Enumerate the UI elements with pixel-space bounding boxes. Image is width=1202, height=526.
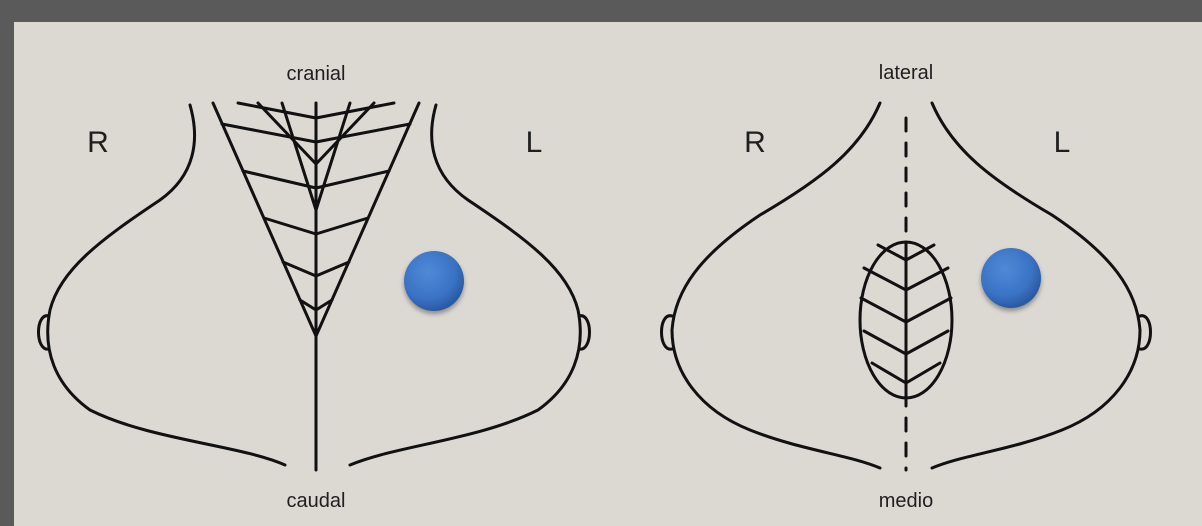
left-side-label: L [526, 126, 543, 159]
right-diagram: lateral medio R L [662, 62, 1151, 512]
left-side-label: L [1054, 126, 1071, 159]
outline-left-half [350, 105, 580, 465]
caudal-label: caudal [287, 490, 346, 512]
medio-label: medio [879, 490, 933, 512]
lesion-marker-right [981, 248, 1041, 308]
right-side-label: R [87, 126, 109, 159]
lateral-label: lateral [879, 62, 933, 84]
outline-right-half [672, 103, 880, 468]
nipple-left [1140, 316, 1151, 349]
right-side-label: R [744, 126, 766, 159]
nipple-right [662, 316, 673, 349]
cranial-label: cranial [287, 63, 346, 85]
lesion-marker-left [404, 251, 464, 311]
hatched-oval [860, 242, 952, 398]
left-diagram: cranial caudal R L [39, 63, 590, 512]
outline-right-half [48, 105, 285, 465]
